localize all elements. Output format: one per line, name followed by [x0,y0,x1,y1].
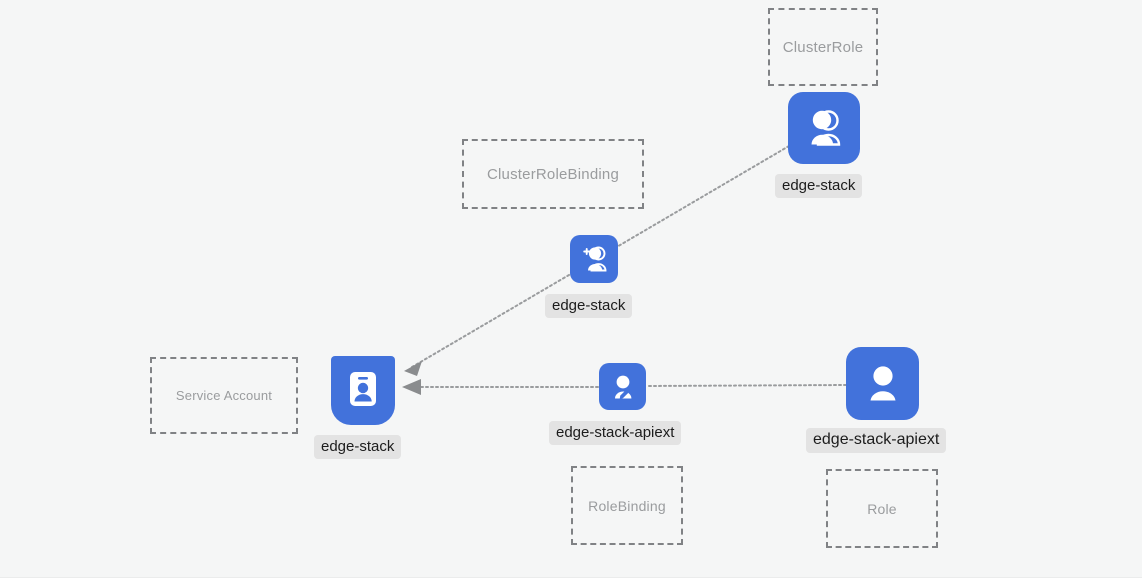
edge-clusterrole-to-serviceaccount[interactable] [404,145,790,376]
node-label-role[interactable]: edge-stack-apiext [806,428,947,454]
group-people-icon[interactable] [788,92,860,164]
node-label-rolebinding[interactable]: edge-stack-apiext [549,421,682,446]
type-box-clusterrolebinding: ClusterRoleBinding [462,139,644,209]
node-label-clusterrole[interactable]: edge-stack [775,174,863,199]
type-label-clusterrole: ClusterRole [782,38,864,56]
edge-role-to-rolebinding[interactable] [647,384,847,387]
node-label-clusterrolebinding[interactable]: edge-stack [545,294,633,319]
type-box-rolebinding: RoleBinding [571,466,683,545]
type-label-serviceaccount: Service Account [175,388,273,403]
type-label-rolebinding: RoleBinding [588,497,666,514]
type-box-clusterrole: ClusterRole [768,8,878,86]
edge-rolebinding-to-serviceaccount[interactable] [402,379,599,395]
service-account-badge-icon[interactable] [331,356,395,425]
node-label-serviceaccount[interactable]: edge-stack [314,435,402,460]
person-add-icon[interactable] [570,235,618,283]
type-label-role: Role [867,500,897,517]
person-edit-icon[interactable] [599,363,646,410]
person-icon[interactable] [846,347,919,420]
type-label-clusterrolebinding: ClusterRoleBinding [486,165,619,183]
type-box-role: Role [826,469,938,548]
type-box-serviceaccount: Service Account [150,357,298,434]
